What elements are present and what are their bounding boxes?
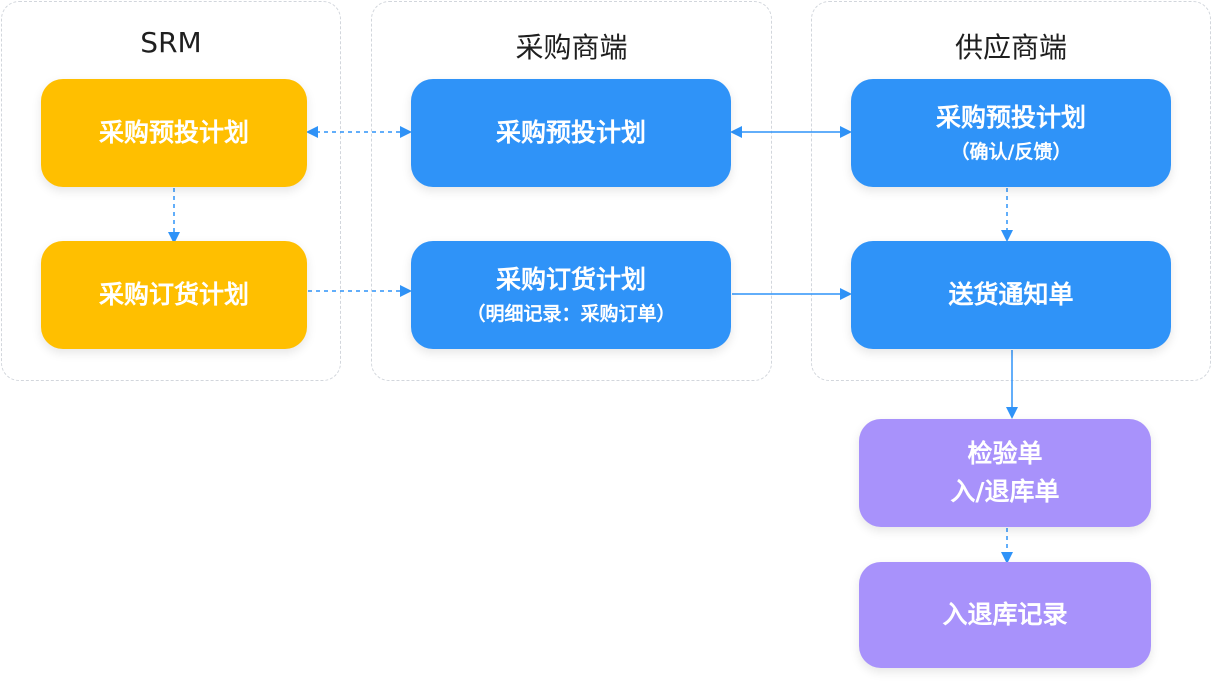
node-note: （明细记录：采购订单）	[466, 303, 676, 325]
node-buyer-order-plan: 采购订货计划 （明细记录：采购订单）	[411, 241, 731, 349]
node-label: 入退库记录	[942, 600, 1068, 629]
node-delivery-notice: 送货通知单	[851, 241, 1171, 349]
node-note: （确认/反馈）	[950, 141, 1072, 163]
lane-title-srm: SRM	[140, 26, 202, 59]
node-buyer-prelaunch-plan: 采购预投计划	[411, 79, 731, 187]
node-srm-prelaunch-plan: 采购预投计划	[41, 79, 307, 187]
lane-buyer: 采购商端	[371, 1, 772, 381]
lane-title-supplier: 供应商端	[954, 31, 1067, 64]
node-label: 送货通知单	[948, 280, 1074, 309]
node-label: 采购预投计划	[935, 103, 1086, 132]
node-srm-order-plan: 采购订货计划	[41, 241, 307, 349]
lane-supplier: 供应商端	[811, 1, 1211, 381]
node-label: 采购订货计划	[98, 280, 249, 309]
node-warehouse-record: 入退库记录	[859, 562, 1151, 668]
node-label: 检验单	[967, 439, 1043, 468]
node-label: 采购预投计划	[98, 118, 249, 147]
node-label: 采购预投计划	[495, 118, 646, 147]
node-label: 采购订货计划	[495, 265, 646, 294]
node-supplier-prelaunch-plan: 采购预投计划 （确认/反馈）	[851, 79, 1171, 187]
lane-title-buyer: 采购商端	[515, 31, 628, 64]
node-label-2: 入/退库单	[950, 477, 1060, 506]
lane-srm: SRM	[1, 1, 341, 381]
node-inspection-doc: 检验单 入/退库单	[859, 419, 1151, 527]
